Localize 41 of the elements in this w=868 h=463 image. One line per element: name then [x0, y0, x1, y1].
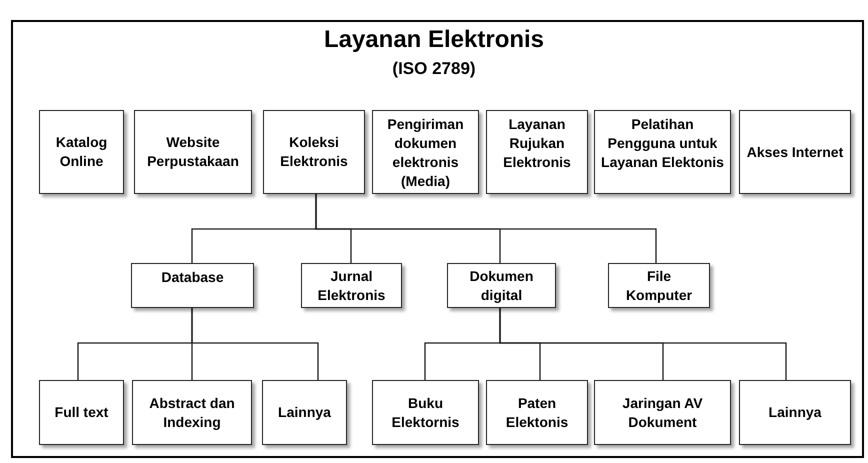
- process-box: [134, 110, 252, 194]
- box-label: Buku Elektornis: [390, 394, 460, 432]
- process-box: [301, 263, 402, 308]
- diagram-title: Layanan Elektronis: [322, 26, 546, 54]
- box-label: Layanan Rujukan Elektronis: [502, 115, 572, 172]
- connector-line: [191, 308, 319, 380]
- process-box: [262, 380, 347, 445]
- box-label: Dokumen digital: [468, 266, 534, 304]
- box-label: Website Perpustakaan: [146, 133, 240, 171]
- process-box: [486, 110, 588, 194]
- process-box: [132, 380, 252, 445]
- diagram-subtitle: (ISO 2789): [391, 59, 477, 79]
- connector-line: [315, 194, 657, 263]
- box-label: Akses Internet: [746, 142, 844, 162]
- process-box: [372, 380, 479, 445]
- box-label: Abstract dan Indexing: [148, 394, 236, 432]
- box-label: Pelatihan Pengguna untuk Layanan Elektonis: [600, 115, 725, 172]
- process-box: [739, 110, 851, 194]
- process-box: [447, 263, 556, 308]
- box-label: Pengiriman dokumen elektronis (Media): [386, 115, 465, 191]
- box-label: Jaringan AV Dokument: [621, 394, 704, 432]
- box-label: File Komputer: [624, 266, 694, 304]
- process-box: [739, 380, 851, 445]
- process-box: [594, 110, 731, 194]
- box-label: Paten Elektonis: [504, 394, 570, 432]
- box-label: Full text: [54, 403, 108, 422]
- process-box: [372, 110, 479, 194]
- box-label: Katalog Online: [54, 133, 108, 171]
- process-box: [131, 263, 254, 308]
- box-label: Jurnal Elektronis: [316, 266, 386, 304]
- process-box: [263, 110, 365, 194]
- process-box: [608, 263, 710, 308]
- box-label: Database: [161, 268, 224, 287]
- process-box: [594, 380, 731, 445]
- box-label: Lainnya: [278, 403, 331, 422]
- process-box: [39, 380, 124, 445]
- connector-line: [499, 308, 787, 380]
- process-box: [39, 110, 124, 194]
- box-label: Lainnya: [768, 403, 822, 422]
- process-box: [486, 380, 588, 445]
- box-label: Koleksi Elektronis: [279, 133, 349, 171]
